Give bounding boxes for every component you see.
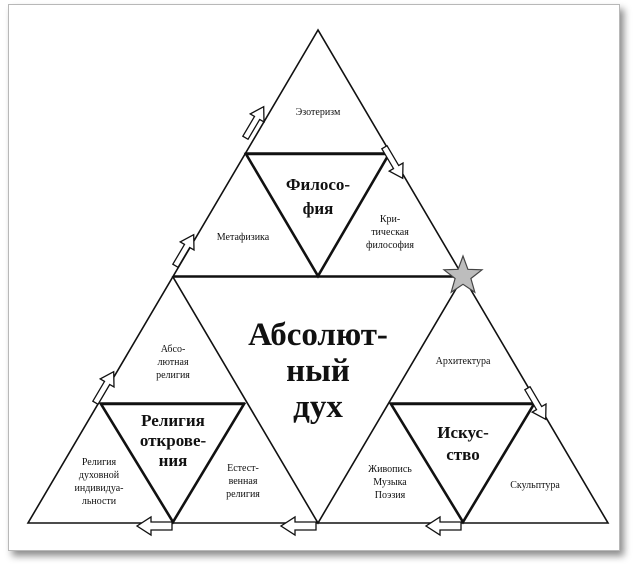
critical-philosophy-label-line: философия — [366, 240, 414, 251]
personal-religion-label-line: индивидуа- — [75, 483, 124, 494]
absolute-religion-label-line: Абсо- — [161, 344, 186, 355]
art-label-line: Искус- — [437, 423, 489, 442]
arrow-left-mid — [171, 233, 195, 269]
arrow-bottom-left — [135, 515, 173, 537]
personal-religion-label-line: духовной — [79, 470, 120, 481]
star-icon — [442, 254, 484, 294]
personal-religion-label-line: льности — [82, 496, 117, 507]
philosophy-label-line: Филосо- — [286, 175, 350, 194]
center-label-line: ный — [286, 353, 350, 389]
critical-philosophy-label: Кри-тическая философия — [366, 214, 414, 251]
architecture-label-line: Архитектура — [436, 356, 491, 367]
arrow-right-low — [523, 385, 547, 421]
metaphysics-label: Метафизика — [217, 232, 270, 243]
philosophy-label: Филосо-фия — [286, 175, 350, 218]
esoteric-label: Эзотеризм — [296, 107, 341, 118]
arrow-bottom-mid — [279, 515, 317, 537]
absolute-religion-label-line: религия — [156, 370, 190, 381]
absolute-religion-label: Абсо-лютная религия — [156, 344, 190, 381]
religion-label-line: открове- — [140, 431, 207, 450]
art-triangle — [388, 402, 537, 525]
philosophy-triangle — [243, 152, 392, 279]
arrow-left-top — [241, 105, 265, 141]
center-label-line: Абсолют- — [248, 317, 388, 353]
natural-religion-label-line: религия — [226, 489, 260, 500]
center-label-line: дух — [293, 389, 343, 425]
religion-label-line: Религия — [141, 411, 205, 430]
painting-music-poetry-label-line: Поэзия — [375, 490, 406, 501]
natural-religion-label-line: венная — [229, 476, 258, 487]
painting-music-poetry-label-line: Живопись — [368, 464, 412, 475]
arrow-bottom-right — [424, 515, 462, 537]
religion-triangle — [98, 402, 247, 525]
philosophy-label-line: фия — [303, 199, 334, 218]
arrow-right-top — [380, 144, 404, 180]
sculpture-label: Скульптура — [510, 480, 560, 491]
art-label: Искус-ство — [437, 423, 489, 464]
critical-philosophy-label-line: Кри- — [380, 214, 400, 225]
absolute-religion-label-line: лютная — [157, 357, 188, 368]
sculpture-label-line: Скульптура — [510, 480, 560, 491]
metaphysics-label-line: Метафизика — [217, 232, 270, 243]
critical-philosophy-label-line: тическая — [371, 227, 409, 238]
architecture-label: Архитектура — [436, 356, 491, 367]
religion-label-line: ния — [159, 451, 188, 470]
natural-religion-label-line: Естест- — [227, 463, 259, 474]
personal-religion-label-line: Религия — [82, 457, 117, 468]
esoteric-label-line: Эзотеризм — [296, 107, 341, 118]
natural-religion-label: Естест-венная религия — [226, 463, 260, 500]
painting-music-poetry-label-line: Музыка — [373, 477, 407, 488]
art-label-line: ство — [446, 445, 479, 464]
personal-religion-label: Религия духовной индивидуа-льности — [75, 457, 124, 507]
arrow-left-low — [91, 370, 115, 406]
